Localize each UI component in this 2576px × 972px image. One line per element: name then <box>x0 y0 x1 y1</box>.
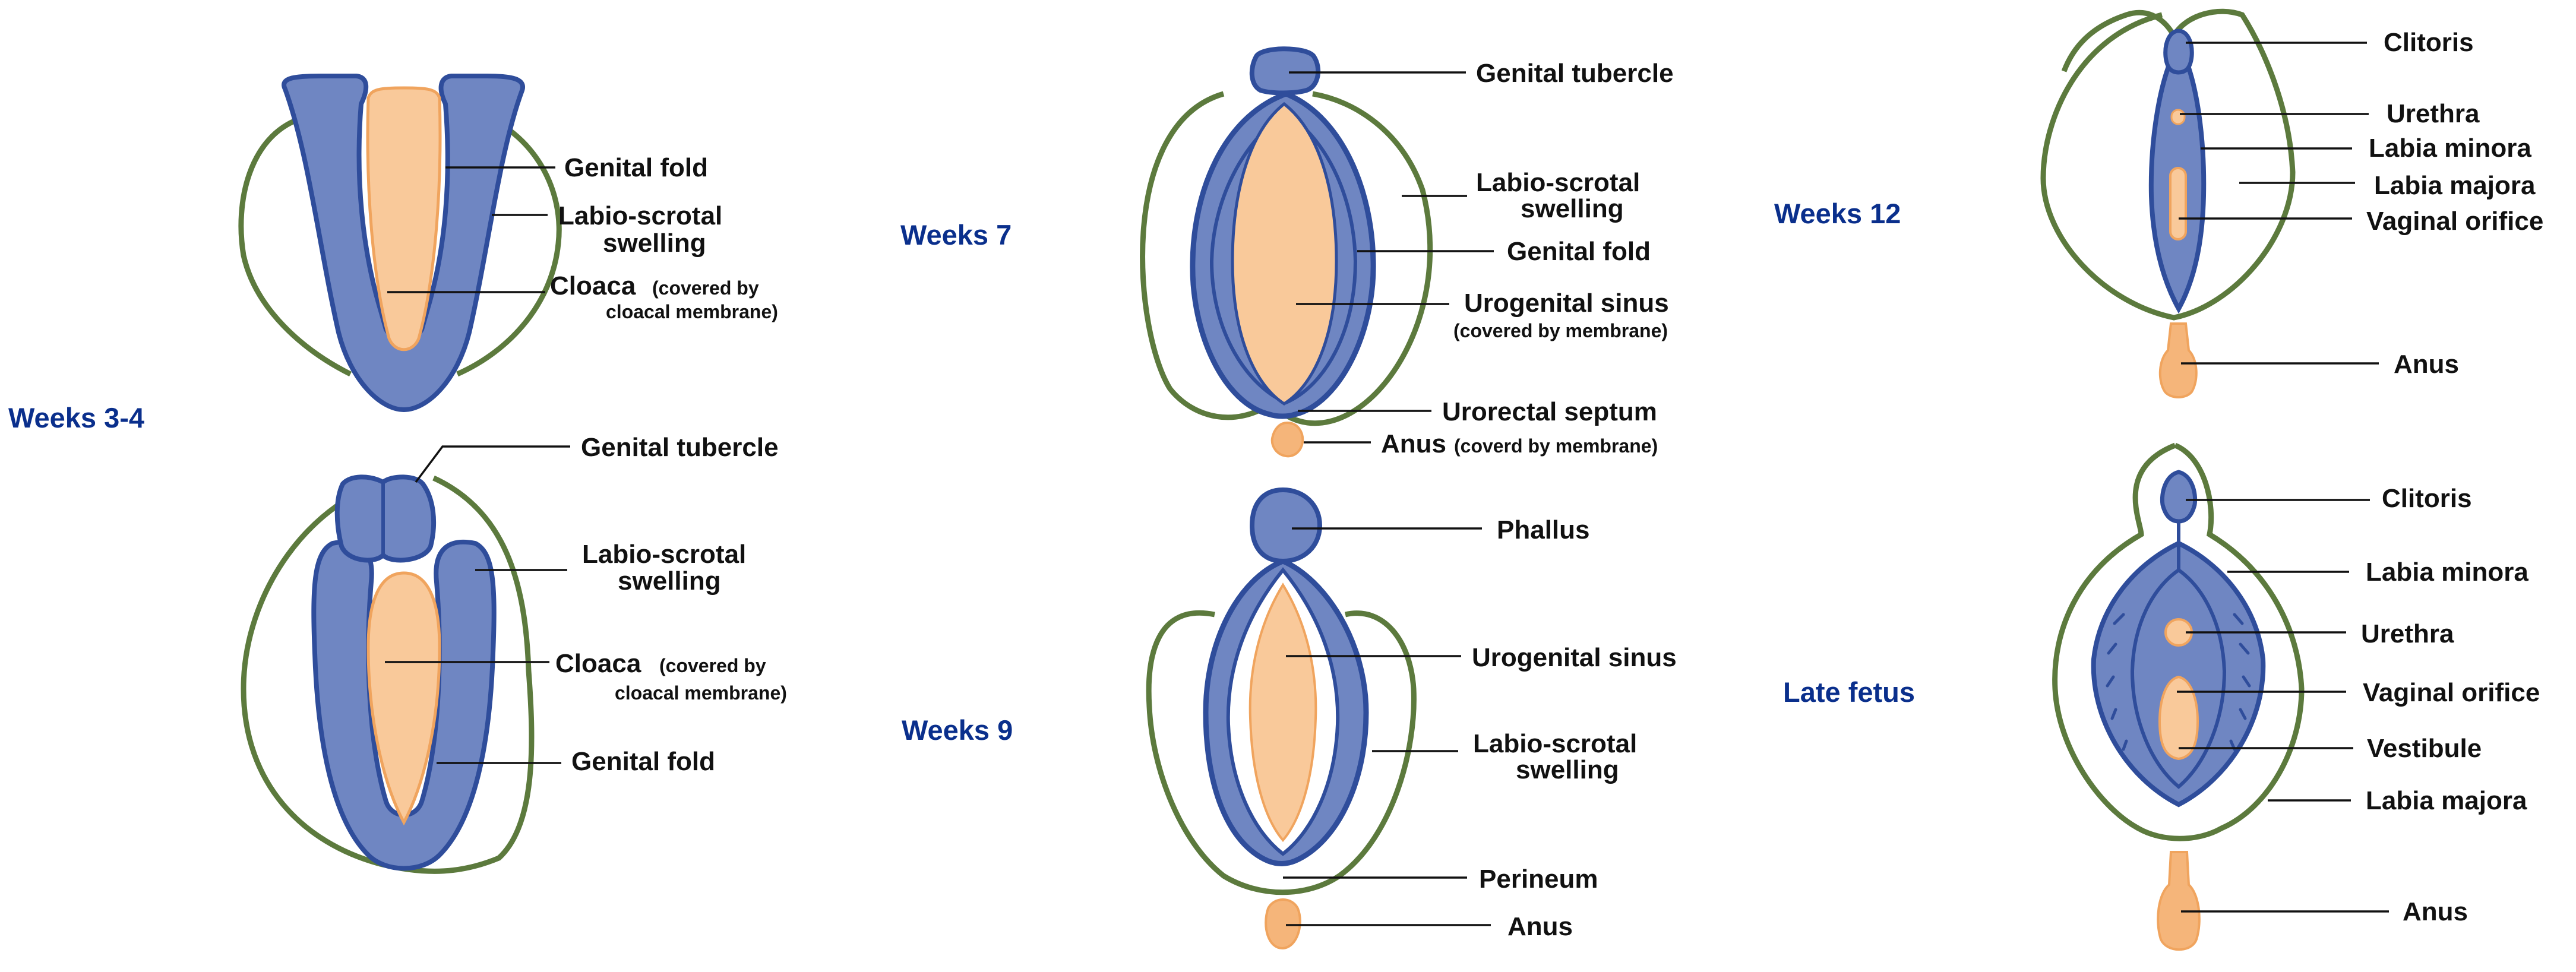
stage-label-weeks-3-4: Weeks 3-4 <box>8 402 144 433</box>
clitoris-shape <box>2160 470 2198 524</box>
labia-majora-outline <box>2040 8 2296 321</box>
label-labio-scrotal-swelling-2: swelling <box>603 229 706 258</box>
figure-weeks-7: Genital tubercle Labio-scrotal swelling … <box>1140 46 1674 458</box>
urogenital-sinus-shape <box>1231 102 1338 406</box>
stage-label-weeks-12: Weeks 12 <box>1774 198 1901 229</box>
label-labia-majora: Labia majora <box>2366 786 2527 815</box>
figure-weeks-12: Clitoris Urethra Labia minora Labia majo… <box>2040 8 2543 398</box>
figure-weeks-3-4-top: Genital fold Labio-scrotal swelling Cloa… <box>238 74 778 412</box>
labia-minora-dashes <box>2106 613 2251 751</box>
label-cloaca-note-2: cloacal membrane) <box>615 682 787 704</box>
phallus-shape <box>1249 487 1323 564</box>
vaginal-orifice-shape <box>2169 167 2187 240</box>
label-vestibule: Vestibule <box>2367 734 2482 763</box>
label-labio-scrotal-swelling-2: swelling <box>1516 755 1619 784</box>
genital-fold-shape <box>282 74 525 412</box>
label-urethra: Urethra <box>2361 619 2454 648</box>
label-labio-scrotal-swelling-1: Labio-scrotal <box>582 540 746 569</box>
genital-fold-shape <box>311 539 497 871</box>
label-urogenital-sinus: Urogenital sinus <box>1464 289 1669 318</box>
label-labia-minora: Labia minora <box>2366 558 2528 587</box>
label-anus-note: (coverd by membrane) <box>1454 435 1658 457</box>
label-urethra: Urethra <box>2387 99 2480 128</box>
label-cloaca: Cloaca <box>555 649 641 678</box>
label-cloaca-note-1: (covered by <box>652 277 759 299</box>
anus-shape <box>2157 851 2201 951</box>
label-cloaca-note-1: (covered by <box>659 655 766 676</box>
label-clitoris: Clitoris <box>2384 28 2474 57</box>
figure-weeks-3-4-bottom: Genital tubercle Labio-scrotal swelling … <box>241 433 787 874</box>
label-urogenital-sinus-note: (covered by membrane) <box>1453 320 1668 341</box>
label-perineum: Perineum <box>1479 865 1598 894</box>
figure-late-fetus: Clitoris Labia minora Urethra Vaginal or… <box>2052 442 2540 951</box>
label-urorectal-septum: Urorectal septum <box>1442 397 1657 426</box>
anus-shape <box>1270 421 1304 458</box>
urogenital-sinus-fill <box>1249 582 1317 843</box>
label-labio-scrotal-swelling-1: Labio-scrotal <box>1476 168 1640 197</box>
label-vaginal-orifice: Vaginal orifice <box>2363 678 2540 707</box>
vestibule-outline <box>2130 568 2227 789</box>
label-genital-tubercle: Genital tubercle <box>581 433 779 462</box>
stage-label-weeks-9: Weeks 9 <box>902 714 1013 746</box>
genital-tubercle-shape <box>1249 46 1321 96</box>
labia-majora-outline <box>2052 442 2305 841</box>
label-anus: Anus <box>1381 429 1446 458</box>
label-genital-fold: Genital fold <box>564 153 708 182</box>
label-labio-scrotal-swelling-1: Labio-scrotal <box>1473 729 1637 758</box>
labio-scrotal-swelling-outline <box>1140 91 1433 426</box>
label-anus: Anus <box>2403 897 2468 926</box>
label-labia-minora: Labia minora <box>2369 134 2531 163</box>
label-genital-fold: Genital fold <box>1507 237 1651 266</box>
label-anus: Anus <box>1507 912 1573 941</box>
labio-scrotal-swelling-outline <box>1146 610 1417 895</box>
label-labio-scrotal-swelling-1: Labio-scrotal <box>558 201 722 230</box>
stage-label-late-fetus: Late fetus <box>1783 676 1915 708</box>
label-urogenital-sinus: Urogenital sinus <box>1472 643 1677 672</box>
label-labia-majora: Labia majora <box>2374 171 2536 200</box>
label-cloaca-note-2: cloacal membrane) <box>606 301 778 322</box>
genital-tubercle-shape <box>334 474 437 563</box>
label-phallus: Phallus <box>1497 515 1590 544</box>
label-genital-fold: Genital fold <box>571 747 715 776</box>
labio-scrotal-swelling-outline <box>241 475 535 874</box>
vaginal-orifice-shape <box>2158 675 2199 761</box>
labia-minora-shape <box>2091 540 2266 808</box>
clitoris-shape <box>2163 29 2194 75</box>
cloaca-shape <box>366 571 441 826</box>
labio-scrotal-swelling-outline <box>238 113 562 377</box>
urethra-shape <box>2170 109 2186 125</box>
anus-shape <box>2158 322 2198 398</box>
label-genital-tubercle: Genital tubercle <box>1476 59 1674 88</box>
label-vaginal-orifice: Vaginal orifice <box>2366 207 2543 236</box>
cloaca-shape <box>366 86 442 352</box>
label-clitoris: Clitoris <box>2382 484 2472 513</box>
label-labio-scrotal-swelling-2: swelling <box>1521 194 1624 223</box>
label-cloaca: Cloaca <box>550 271 636 300</box>
anus-shape <box>1265 898 1301 950</box>
label-anus: Anus <box>2394 350 2459 379</box>
stage-label-weeks-7: Weeks 7 <box>900 219 1012 251</box>
figure-weeks-9: Phallus Urogenital sinus Labio-scrotal s… <box>1146 487 1677 950</box>
label-labio-scrotal-swelling-2: swelling <box>618 566 721 596</box>
